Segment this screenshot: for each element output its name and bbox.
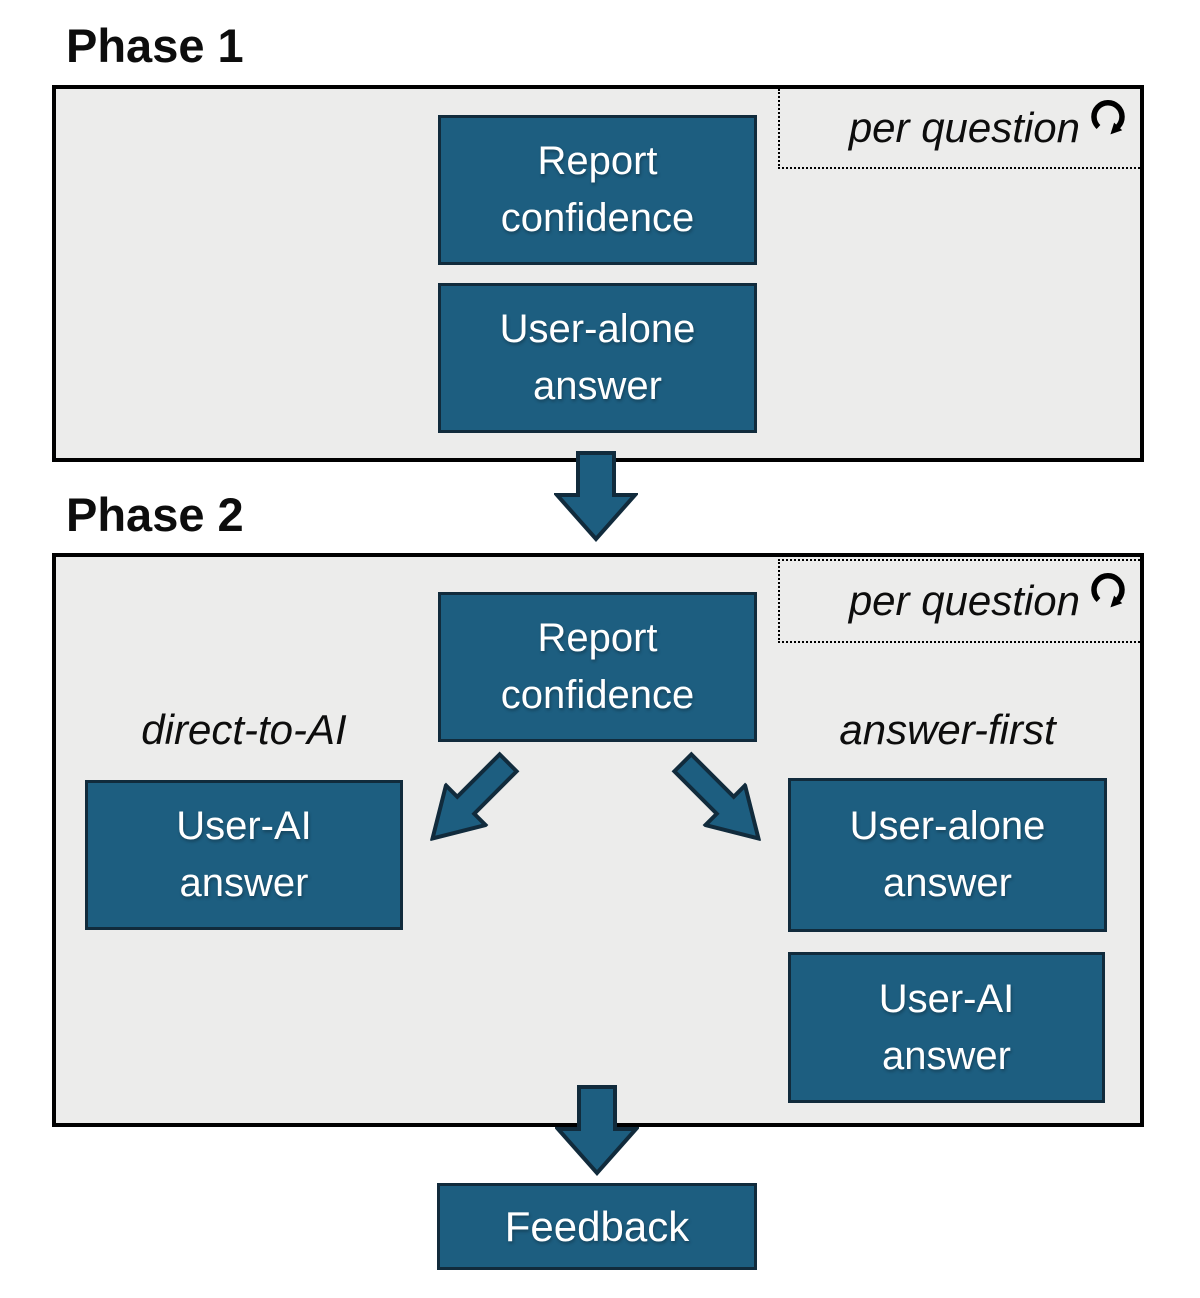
branch-left-label: direct-to-AI <box>141 706 347 753</box>
phase1-title: Phase 1 <box>66 19 244 72</box>
feedback-box: Feedback <box>437 1183 757 1270</box>
phase1-report-confidence-box: Report confidence <box>438 115 757 265</box>
arrow-phase2-to-feedback <box>555 1085 639 1176</box>
phase2-per-question-zone: per question <box>778 559 1140 643</box>
phase1-per-question-label: per question <box>848 104 1080 151</box>
repeat-icon <box>1091 572 1125 608</box>
arrow-to-direct-to-ai <box>409 740 531 862</box>
arrow-phase1-to-phase2 <box>554 451 638 542</box>
repeat-icon <box>1091 99 1125 135</box>
phase2-user-ai-answer-right-box: User-AI answer <box>788 952 1105 1103</box>
branch-right-label: answer-first <box>839 706 1056 753</box>
phase2-title: Phase 2 <box>66 488 244 541</box>
phase2-user-ai-answer-left-box: User-AI answer <box>85 780 403 930</box>
phase1-user-alone-answer-box: User-alone answer <box>438 283 757 433</box>
phase2-report-confidence-box: Report confidence <box>438 592 757 742</box>
phase2-per-question-label: per question <box>848 577 1080 624</box>
arrow-to-answer-first <box>660 740 782 862</box>
phase2-user-alone-answer-box: User-alone answer <box>788 778 1107 932</box>
phase1-per-question-zone: per question <box>778 89 1140 169</box>
